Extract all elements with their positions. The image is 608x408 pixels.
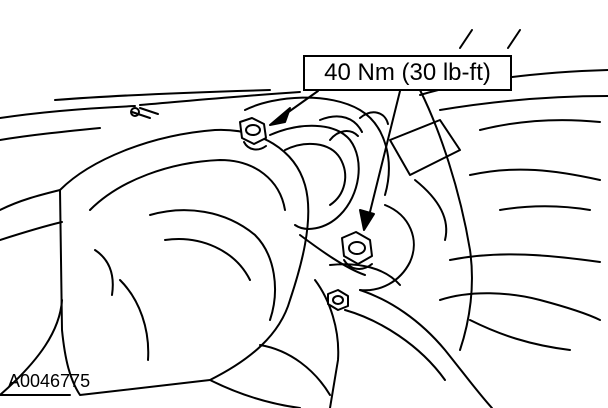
right-side-structure: [439, 119, 601, 351]
exhaust-pipe: [244, 96, 390, 276]
leader-arrow-lower: [359, 90, 401, 231]
figure-id: A0046775: [8, 371, 91, 391]
leader-arrow-upper: [269, 90, 319, 126]
sensor-stub: [130, 107, 159, 119]
bottom-components: [0, 299, 331, 408]
lower-bracket: [314, 89, 493, 408]
lower-flange-bolt-icon: [341, 231, 373, 270]
torque-label: 40 Nm (30 lb-ft): [324, 59, 491, 86]
upper-flange-bolt-icon: [239, 117, 267, 151]
torque-callout: 40 Nm (30 lb-ft): [303, 55, 512, 91]
bracket-nut-icon: [327, 289, 349, 311]
heat-shield: [0, 128, 310, 396]
